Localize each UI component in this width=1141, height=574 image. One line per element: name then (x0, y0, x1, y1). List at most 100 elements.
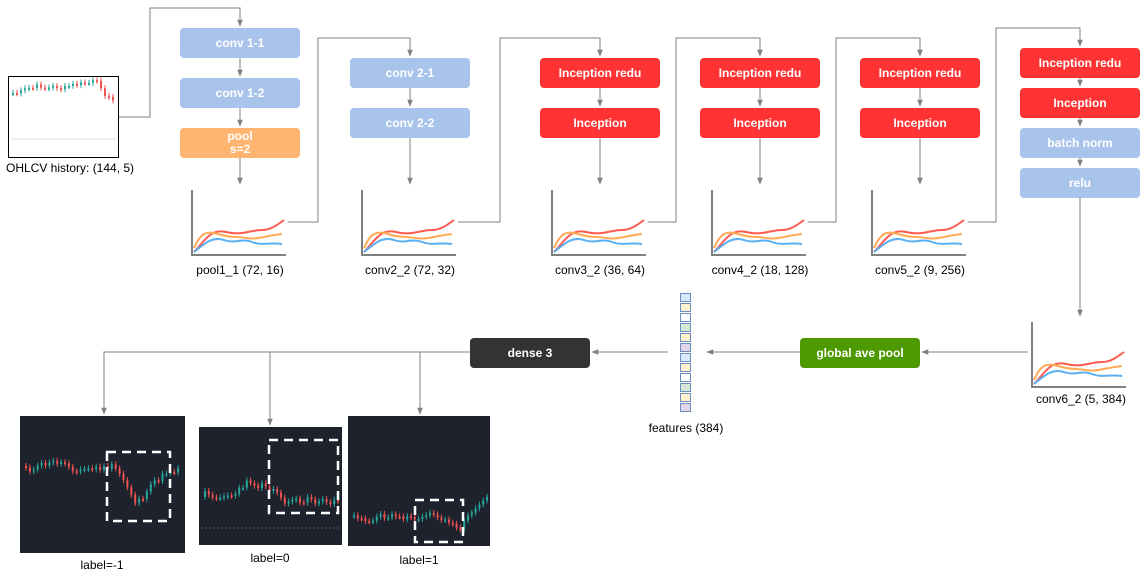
block-inception-redu-6: Inception redu (1020, 48, 1140, 78)
candle-body (145, 491, 148, 500)
candle-body (92, 80, 94, 83)
candle-body (253, 483, 256, 486)
stage6-output-caption: conv6_2 (5, 384) (1035, 392, 1127, 406)
candle-body (398, 516, 401, 519)
candle-body (72, 83, 74, 86)
candle-body (40, 462, 43, 466)
candle-body (406, 516, 409, 520)
candle-body (114, 464, 117, 469)
candle-body (60, 88, 62, 91)
feature-cell (680, 403, 691, 412)
candle-body (126, 480, 129, 488)
block-inception-6: Inception (1020, 88, 1140, 118)
candle-body (249, 480, 252, 484)
candle-body (272, 489, 275, 492)
block-relu: relu (1020, 168, 1140, 198)
candle-body (448, 519, 450, 523)
candle-body (223, 496, 225, 499)
candle-body (429, 512, 431, 516)
candle-body (84, 82, 86, 85)
candle-body (463, 520, 466, 530)
candle-body (60, 462, 63, 465)
candle-body (104, 88, 106, 96)
input-caption: OHLCV history: (144, 5) (6, 161, 135, 175)
feature-curve-orange (873, 231, 963, 249)
feature-cell (680, 333, 691, 342)
feature-map-pool1-1 (191, 190, 286, 256)
candle-body (238, 487, 241, 494)
candle-body (413, 517, 416, 520)
output-caption-0: label=0 (250, 551, 290, 565)
candle-body (436, 514, 439, 518)
candle-body (28, 467, 31, 472)
candle-body (161, 473, 164, 481)
candle-body (375, 516, 378, 521)
wire-s1-to-s2 (288, 37, 413, 223)
candle-body (264, 483, 267, 487)
candle-body (79, 469, 82, 472)
candle-body (470, 512, 473, 516)
output-chart-label-neg1 (20, 416, 185, 553)
candle-body (321, 499, 324, 502)
stage4-output-caption: conv4_2 (18, 128) (711, 263, 809, 277)
feature-cell (680, 303, 691, 312)
candle-body (379, 513, 382, 517)
block-batch-norm: batch norm (1020, 128, 1140, 158)
candle-body (402, 516, 405, 520)
candle-body (153, 480, 156, 485)
candle-body (261, 483, 263, 489)
candle-body (149, 484, 152, 492)
candle-body (440, 517, 443, 520)
candle-body (432, 512, 435, 515)
wire-s3-to-s4 (648, 37, 763, 223)
block-global-ave-pool: global ave pool (800, 338, 920, 368)
ohlcv-input-chart (8, 76, 119, 158)
candle-body (219, 497, 222, 500)
feature-cell (680, 363, 691, 372)
candle-body (52, 85, 54, 88)
candle-body (96, 80, 98, 83)
feature-curve-blue (363, 238, 453, 253)
candle-body (474, 508, 477, 513)
candle-body (257, 485, 260, 489)
block-inception-4: Inception (700, 108, 820, 138)
feature-map-conv4-2 (711, 190, 806, 256)
candle-body (356, 515, 359, 519)
candle-body (387, 517, 390, 520)
candle-body (364, 518, 367, 522)
candle-body (372, 520, 374, 523)
candle-body (360, 518, 363, 521)
candle-body (268, 486, 271, 491)
feature-cell (680, 353, 691, 362)
candle-body (52, 460, 55, 463)
candle-body (295, 498, 298, 501)
candle-body (87, 468, 90, 471)
feature-map-conv2-2 (361, 190, 456, 256)
candle-body (108, 95, 110, 98)
candle-body (20, 90, 22, 94)
candle-body (417, 518, 420, 521)
candle-body (88, 82, 90, 85)
candle-body (32, 469, 35, 472)
candle-body (56, 460, 59, 464)
candle-body (157, 480, 160, 483)
block-inception-redu-5: Inception redu (860, 58, 980, 88)
wire-s4-to-s5 (808, 37, 923, 223)
candle-body (242, 487, 244, 490)
candle-body (177, 468, 180, 473)
candle-body (299, 498, 301, 503)
output-chart-label-1 (348, 416, 490, 546)
feature-curve-orange (363, 231, 453, 249)
candle-body (467, 515, 469, 521)
candle-body (325, 499, 328, 503)
candle-body (173, 471, 176, 474)
feature-curve-red (1033, 351, 1125, 385)
candle-body (76, 83, 78, 86)
candle-body (455, 523, 458, 528)
feature-curve-blue (553, 238, 643, 253)
block-dense-3: dense 3 (470, 338, 590, 368)
block-conv-1-2: conv 1-2 (180, 78, 300, 108)
candle-body (226, 495, 229, 498)
candle-body (486, 496, 488, 501)
candle-body (333, 499, 336, 505)
